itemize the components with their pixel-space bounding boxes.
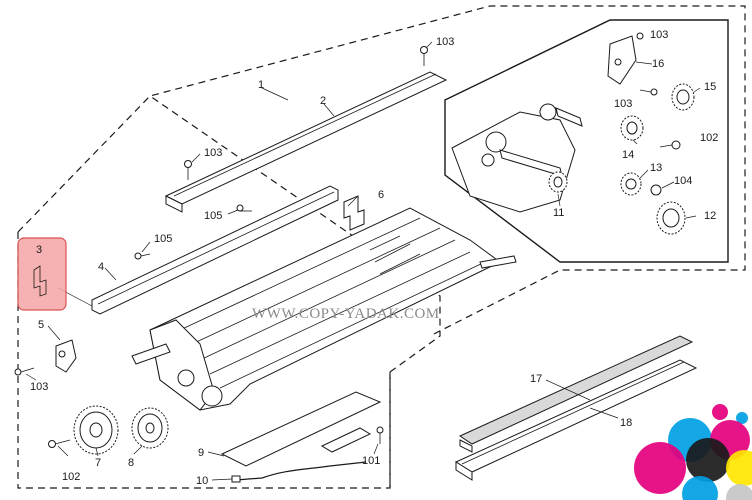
part-12-hub <box>662 208 680 228</box>
part-11-hub <box>553 176 563 188</box>
label-part-16: 16 <box>652 58 664 70</box>
label-part-103-top: 103 <box>436 36 454 48</box>
screw-103-inset-top <box>636 32 644 40</box>
chassis-ribs <box>179 217 486 389</box>
label-part-6: 6 <box>378 189 384 201</box>
label-part-101: 101 <box>362 455 380 467</box>
left-shaft <box>131 343 171 365</box>
assembly-boundary-outer <box>17 95 151 233</box>
inset-hole-1 <box>485 131 507 153</box>
label-part-12: 12 <box>704 210 716 222</box>
label-part-3: 3 <box>36 244 42 256</box>
label-part-4: 4 <box>98 261 104 273</box>
inset-frame-plate <box>451 111 576 213</box>
part-2-rail <box>164 71 448 205</box>
screw-103-bottom <box>14 367 35 376</box>
logo-circle-cyan-small <box>736 412 748 424</box>
label-part-9: 9 <box>198 447 204 459</box>
part-labels: 1 2 3 4 5 6 7 8 9 10 11 12 13 14 15 16 1… <box>30 29 718 487</box>
part-5-bracket <box>55 339 77 373</box>
part-4-bracket-edge <box>97 191 335 305</box>
label-part-17: 17 <box>530 373 542 385</box>
label-part-14: 14 <box>622 149 634 161</box>
part-17-strip-end <box>459 439 473 453</box>
part-4-bracket <box>91 185 339 315</box>
part-18-rail-edge <box>461 361 685 465</box>
part-6-bracket <box>343 195 365 231</box>
label-part-104: 104 <box>674 175 692 187</box>
chassis-shaft-end <box>479 255 517 269</box>
part-10-connector <box>231 475 241 483</box>
label-part-7: 7 <box>95 457 101 469</box>
part-7-hub <box>89 422 103 438</box>
label-part-102-inset: 102 <box>700 132 718 144</box>
label-part-105-mid: 105 <box>204 210 222 222</box>
label-part-2: 2 <box>320 95 326 107</box>
logo-circle-magenta-small <box>712 404 728 420</box>
part-16-bracket <box>607 35 637 85</box>
label-part-1: 1 <box>258 79 264 91</box>
logo-circle-black <box>686 438 730 482</box>
part-14-hub <box>626 121 638 135</box>
screw-103-inset-mid <box>639 88 658 96</box>
label-part-15: 15 <box>704 81 716 93</box>
part-104-ring <box>650 184 662 196</box>
left-drive-gear <box>201 385 223 407</box>
label-part-11: 11 <box>553 207 564 219</box>
part-5-hole <box>58 350 66 358</box>
left-gear-hub <box>177 369 195 387</box>
inset-hole-3 <box>539 103 557 121</box>
color-circles-logo <box>634 404 752 500</box>
part-18-rail-end <box>455 461 473 481</box>
part-9-clip <box>320 427 372 453</box>
inset-hole-2 <box>481 153 495 167</box>
label-part-103-bottom: 103 <box>30 381 48 393</box>
logo-circle-yellow <box>726 450 752 486</box>
part-2-rail-end <box>165 195 183 213</box>
label-part-8: 8 <box>128 457 134 469</box>
chassis-vents <box>369 235 421 275</box>
leader-lines <box>25 41 701 481</box>
logo-circle-cyan-bottom <box>682 476 718 500</box>
label-part-102-bottom: 102 <box>62 471 80 483</box>
part-13-hub <box>625 178 637 190</box>
part-9-plate <box>220 391 382 467</box>
label-part-103-inset-mid: 103 <box>614 98 632 110</box>
screw-103-left <box>184 160 192 180</box>
inset-shaft <box>555 107 583 127</box>
screw-103-top <box>420 46 428 66</box>
screw-101 <box>376 426 384 444</box>
highlight-part-3 <box>17 237 67 311</box>
label-part-103-inset-top: 103 <box>650 29 668 41</box>
label-part-18: 18 <box>620 417 632 429</box>
part-2-rail-edge <box>173 73 437 197</box>
screw-105-mid <box>236 204 252 212</box>
part-8-hub <box>145 422 155 434</box>
screw-105-left <box>134 252 151 260</box>
logo-circle-grey <box>726 484 752 500</box>
screw-102-bottom <box>48 439 71 448</box>
part-15-hub <box>676 89 690 105</box>
logo-circle-magenta-large <box>634 442 686 494</box>
part-10-wire <box>235 461 367 481</box>
label-part-105-left: 105 <box>154 233 172 245</box>
part-3-bracket <box>33 265 47 297</box>
assembly-boundary-main <box>17 5 746 489</box>
label-part-103-left: 103 <box>204 147 222 159</box>
label-part-13: 13 <box>650 162 662 174</box>
screw-102-inset <box>659 140 681 150</box>
label-part-5: 5 <box>38 319 44 331</box>
part-17-strip <box>458 335 694 445</box>
part-16-hole <box>614 58 622 66</box>
watermark-text: WWW.COPY-YADAK.COM <box>252 306 440 322</box>
label-part-10: 10 <box>196 475 208 487</box>
